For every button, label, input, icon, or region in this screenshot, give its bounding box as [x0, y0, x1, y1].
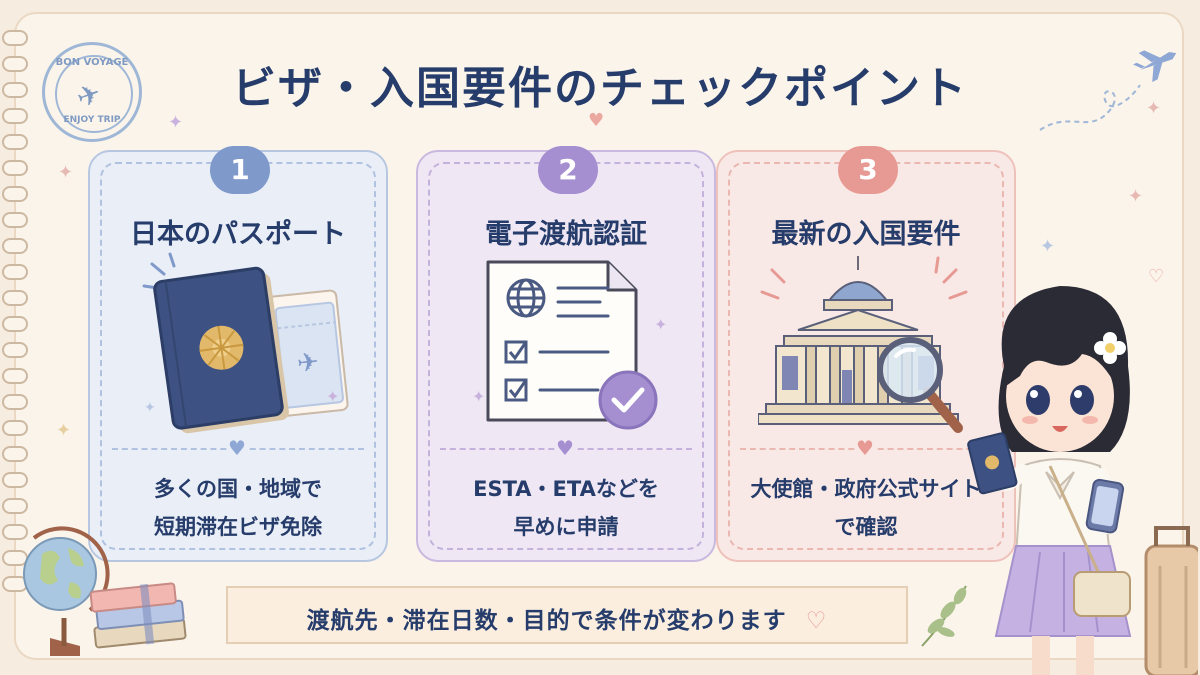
note-banner: 渡航先・滞在日数・目的で条件が変わります ♡	[226, 586, 908, 644]
ring	[2, 238, 28, 254]
ring	[2, 446, 28, 462]
ring	[2, 186, 28, 202]
heart-icon: ♥	[556, 436, 574, 460]
card-title: 日本のパスポート	[130, 219, 346, 250]
sparkle-icon: ✦	[58, 162, 74, 183]
passport-icon: ✈ ✦ ✦	[142, 252, 349, 434]
card-description-line: 大使館・政府公式サイト	[750, 477, 982, 501]
card-latest-entry-requirements: 3 最新の入国要件 ♥ 大使館・政府公式サイト で確認	[716, 146, 1016, 562]
card-description: ESTA・ETAなどを 早めに申請	[428, 470, 704, 546]
ring	[2, 472, 28, 488]
ring	[2, 212, 28, 228]
ring	[2, 420, 28, 436]
svg-text:✦: ✦	[144, 400, 156, 416]
card-description-line: 早めに申請	[513, 515, 619, 539]
sparkle-icon: ✦	[1146, 98, 1162, 119]
traveler-girl-illustration	[967, 286, 1198, 675]
heart-icon: ♡	[1148, 266, 1165, 287]
sparkle-icon: ✦	[1128, 186, 1144, 207]
card-description: 多くの国・地域で 短期滞在ビザ免除	[100, 470, 376, 546]
sparkle-icon: ✦	[168, 112, 184, 133]
ring	[2, 394, 28, 410]
stamp-bottom-text: ENJOY TRIP	[63, 115, 121, 125]
ring	[2, 82, 28, 98]
card-description-line: 短期滞在ビザ免除	[154, 515, 322, 539]
globe-and-books-icon	[23, 526, 187, 656]
card-description-line: 多くの国・地域で	[154, 477, 322, 501]
ring	[2, 108, 28, 124]
stamp-inner-ring	[55, 55, 133, 133]
sparkle-icon: ✦	[56, 420, 72, 441]
ring	[2, 368, 28, 384]
step-number-badge: 1	[210, 146, 270, 194]
sparkle-icon: ✦	[1040, 236, 1056, 257]
page-title: ビザ・入国要件のチェックポイント	[232, 63, 968, 114]
svg-text:✦: ✦	[472, 387, 485, 406]
ring	[2, 56, 28, 72]
svg-text:✦: ✦	[654, 315, 667, 334]
stamp-top-text: BON VOYAGE	[55, 57, 129, 68]
svg-text:✦: ✦	[326, 387, 339, 406]
ring	[2, 134, 28, 150]
card-title: 最新の入国要件	[771, 219, 961, 250]
card-description-line: で確認	[834, 515, 898, 539]
flying-airplane-icon	[1039, 50, 1177, 131]
notebook-rings	[2, 30, 28, 640]
step-number-badge: 2	[538, 146, 598, 194]
leaf-sprig-icon	[921, 585, 967, 647]
ring	[2, 498, 28, 514]
heart-icon: ♥	[856, 436, 874, 460]
card-electronic-travel-authorization: 2 電子渡航認証 ✦ ✦ ♥ ESTA・ETAなどを 早	[416, 146, 716, 562]
bon-voyage-stamp: BON VOYAGE ✈ ENJOY TRIP	[42, 42, 142, 142]
banner-label: 渡航先・滞在日数・目的で条件が変わります	[306, 608, 787, 634]
heart-icon: ♥	[588, 110, 605, 131]
card-title: 電子渡航認証	[485, 219, 647, 250]
svg-text:✈: ✈	[296, 347, 321, 379]
card-description: 大使館・政府公式サイト で確認	[728, 470, 1004, 546]
ring	[2, 30, 28, 46]
ring	[2, 290, 28, 306]
heart-icon: ♥	[228, 436, 246, 460]
ring	[2, 264, 28, 280]
ring	[2, 342, 28, 358]
ring	[2, 160, 28, 176]
ring	[2, 524, 28, 540]
checklist-document-icon: ✦ ✦	[472, 260, 667, 430]
card-passport: 1 日本のパスポート ✈	[88, 146, 388, 562]
heart-icon: ♡	[805, 608, 828, 634]
step-number-badge: 3	[838, 146, 898, 194]
ring	[2, 316, 28, 332]
embassy-building-icon	[758, 256, 968, 433]
card-description-line: ESTA・ETAなどを	[473, 477, 659, 501]
banner-text: 渡航先・滞在日数・目的で条件が変わります ♡	[228, 601, 906, 635]
